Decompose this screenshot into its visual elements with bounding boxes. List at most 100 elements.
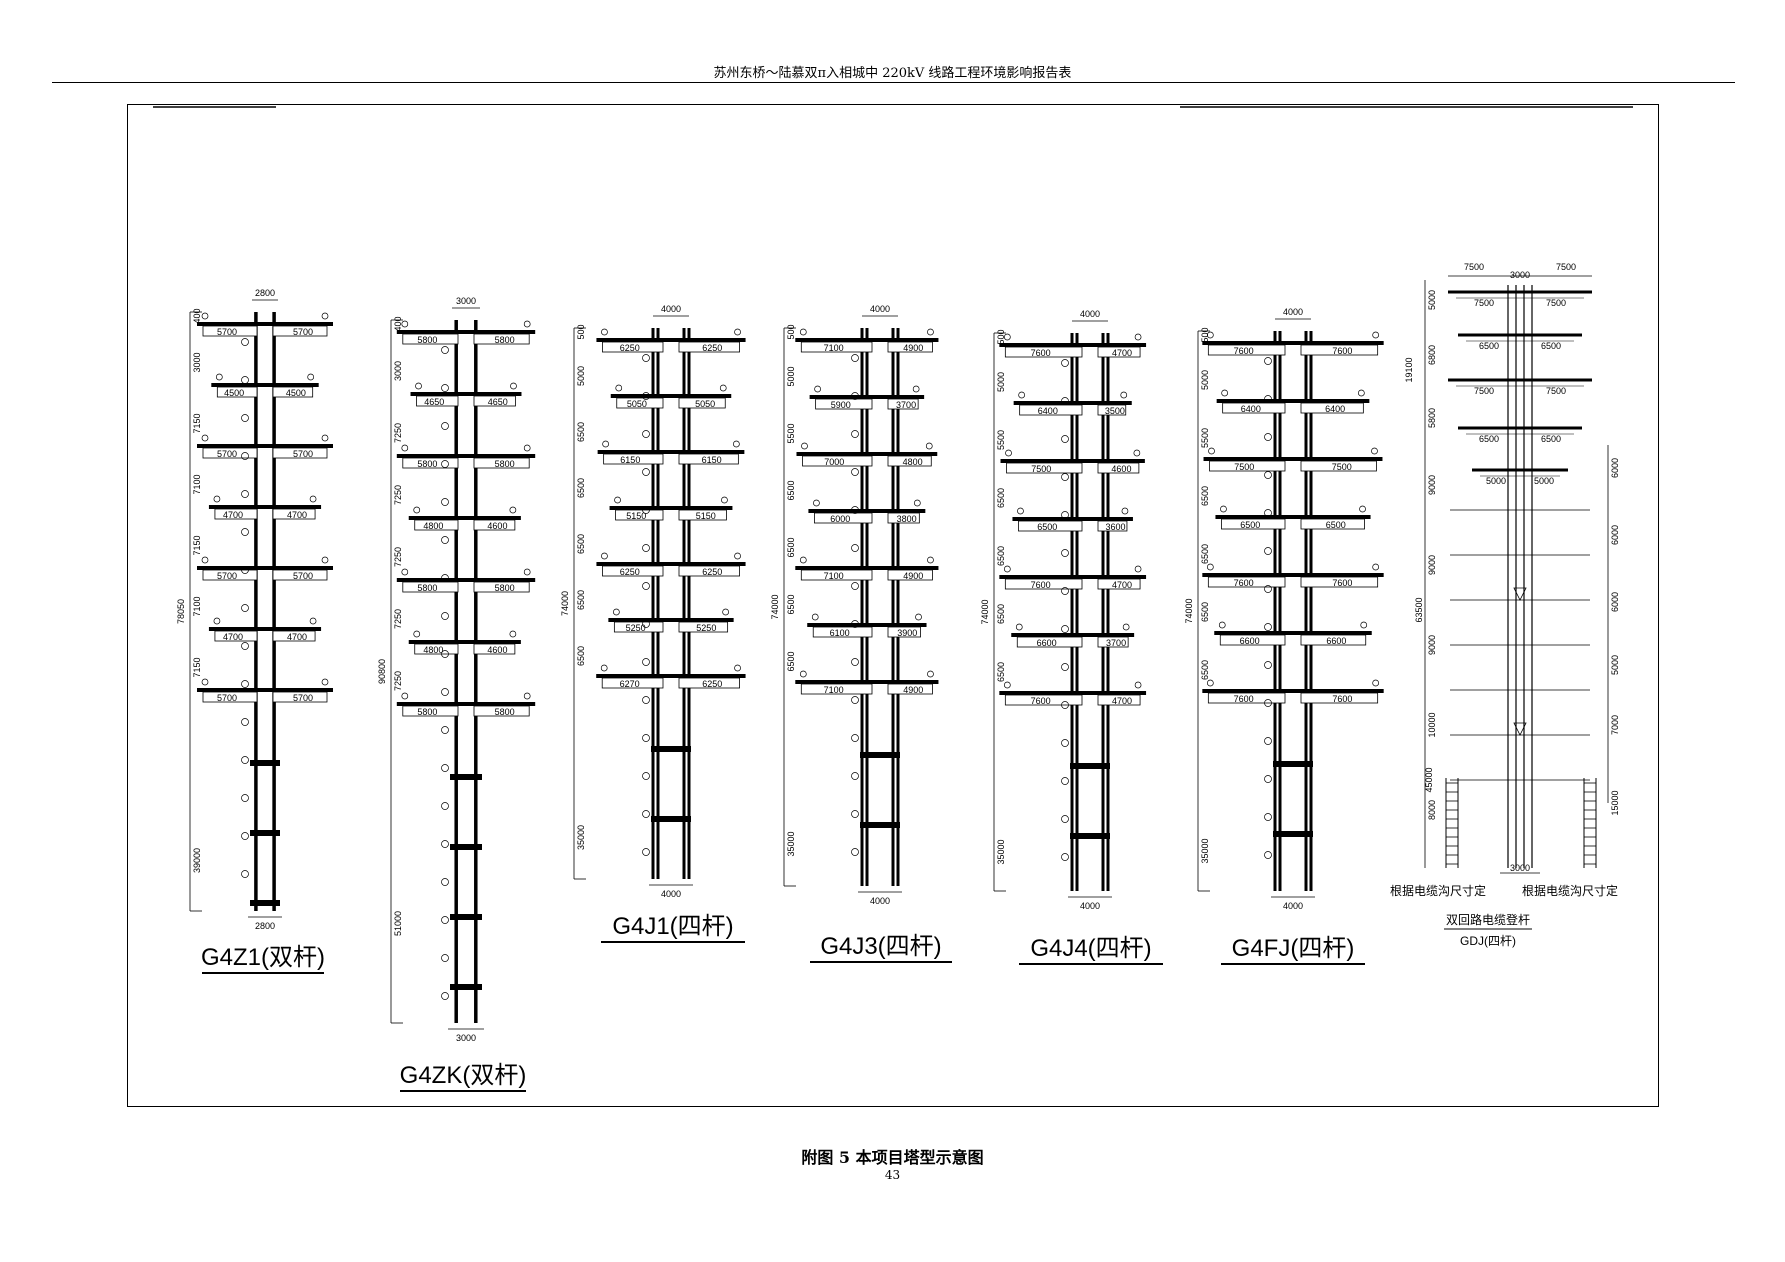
page-number: 43	[884, 1168, 901, 1182]
arm-right-length: 6250	[702, 679, 722, 689]
component-marker-icon	[241, 490, 249, 498]
gdj-title-label: 双回路电缆登杆	[1446, 912, 1530, 927]
component-marker-icon	[1264, 623, 1272, 631]
segment-spacing-label: 7250	[393, 671, 403, 691]
arm-right-length: 7600	[1332, 578, 1352, 588]
arm-dimension-box	[473, 395, 516, 407]
figure-caption: 附图 5 本项目塔型示意图	[801, 1148, 984, 1167]
arm-left-length: 6000	[830, 514, 850, 524]
insulator-icon	[734, 664, 741, 672]
tower-base-width-label: 3000	[456, 1033, 476, 1043]
arm-dimension-box	[1097, 520, 1128, 532]
arm-dimension-box	[678, 565, 740, 577]
segment-spacing-label: 6500	[1200, 486, 1210, 506]
segment-spacing-label: 7250	[393, 485, 403, 505]
insulator-icon	[602, 440, 609, 448]
arm-left-length: 5150	[626, 511, 646, 521]
component-marker-icon	[851, 468, 859, 476]
arm-left-length: 7600	[1031, 348, 1051, 358]
arm-right-length: 4700	[287, 632, 307, 642]
arm-dimension-box	[1097, 636, 1129, 648]
arm-dimension-box	[402, 457, 459, 469]
tower-base-width-label: 4000	[1283, 901, 1303, 911]
arm-dimension-box	[214, 508, 258, 520]
component-marker-icon	[1061, 435, 1069, 443]
insulator-icon	[509, 506, 517, 514]
insulator-icon	[925, 442, 933, 450]
insulator-icon	[401, 444, 409, 452]
component-marker-icon	[642, 354, 650, 362]
component-marker-icon	[851, 734, 859, 742]
arm-dimension-box	[473, 705, 530, 717]
segment-spacing-label: 6500	[786, 537, 796, 557]
gdj-overall-dim-label: 45000	[1424, 767, 1434, 792]
component-marker-icon	[441, 650, 449, 658]
arm-dimension-box	[272, 569, 328, 581]
component-marker-icon	[1264, 509, 1272, 517]
arm-right-length: 5800	[495, 583, 515, 593]
tower-bracing	[450, 914, 482, 920]
arm-right-length: 5700	[293, 693, 313, 703]
component-marker-icon	[241, 452, 249, 460]
tower-bracing	[1273, 761, 1313, 767]
arm-dimension-box	[678, 677, 740, 689]
arm-dimension-box	[473, 333, 530, 345]
component-marker-icon	[441, 878, 449, 886]
arm-right-length: 5150	[696, 511, 716, 521]
component-marker-icon	[1264, 775, 1272, 783]
arm-dimension-box	[1300, 402, 1364, 414]
component-marker-icon	[1061, 777, 1069, 785]
tower-bracing	[450, 774, 482, 780]
component-marker-icon	[241, 870, 249, 878]
tower-bracing	[450, 844, 482, 850]
arm-dimension-box	[1207, 344, 1286, 356]
component-marker-icon	[1264, 661, 1272, 669]
arm-right-length: 4600	[487, 521, 507, 531]
arm-dimension-box	[678, 397, 726, 409]
gdj-arm-left-length: 5000	[1486, 476, 1506, 486]
tower-bracing	[651, 816, 691, 822]
tower-bracing	[1070, 763, 1110, 769]
arm-dimension-box	[202, 447, 258, 459]
insulator-icon	[734, 552, 741, 560]
insulator-icon	[215, 373, 223, 381]
component-marker-icon	[1061, 587, 1069, 595]
insulator-icon	[1372, 679, 1380, 687]
arm-dimension-box	[402, 705, 459, 717]
arm-dimension-box	[272, 325, 328, 337]
insulator-icon	[912, 385, 920, 393]
segment-spacing-label: 7100	[192, 474, 202, 494]
component-marker-icon	[642, 392, 650, 400]
arm-dimension-box	[815, 398, 873, 410]
arm-dimension-box	[887, 341, 933, 353]
segment-spacing-label: 6500	[576, 534, 586, 554]
component-marker-icon	[642, 696, 650, 704]
gdj-marker-icon	[1513, 722, 1527, 736]
arm-right-length: 5800	[495, 707, 515, 717]
arm-left-length: 5050	[627, 399, 647, 409]
segment-spacing-label: 7100	[192, 596, 202, 616]
insulator-icon	[201, 678, 209, 686]
arm-right-length: 3600	[1105, 522, 1125, 532]
arm-right-length: 3700	[1106, 638, 1126, 648]
arm-right-length: 3500	[1105, 406, 1125, 416]
arm-left-length: 5800	[417, 707, 437, 717]
arm-dimension-box	[1207, 576, 1286, 588]
segment-spacing-label: 6500	[786, 651, 796, 671]
insulator-icon	[415, 382, 422, 390]
tower-base-width-label: 4000	[870, 896, 890, 906]
insulator-icon	[601, 328, 608, 336]
segment-spacing-label: 6500	[1200, 544, 1210, 564]
component-marker-icon	[441, 992, 449, 1000]
arm-left-length: 7600	[1234, 346, 1254, 356]
tower-bracing	[250, 900, 280, 906]
component-marker-icon	[1061, 625, 1069, 633]
segment-spacing-label: 500	[1200, 327, 1210, 342]
arm-right-length: 7500	[1332, 462, 1352, 472]
insulator-icon	[801, 442, 808, 450]
arm-dimension-box	[1300, 344, 1379, 356]
arm-dimension-box	[1004, 346, 1083, 358]
gdj-arm-left-length: 7500	[1474, 298, 1494, 308]
